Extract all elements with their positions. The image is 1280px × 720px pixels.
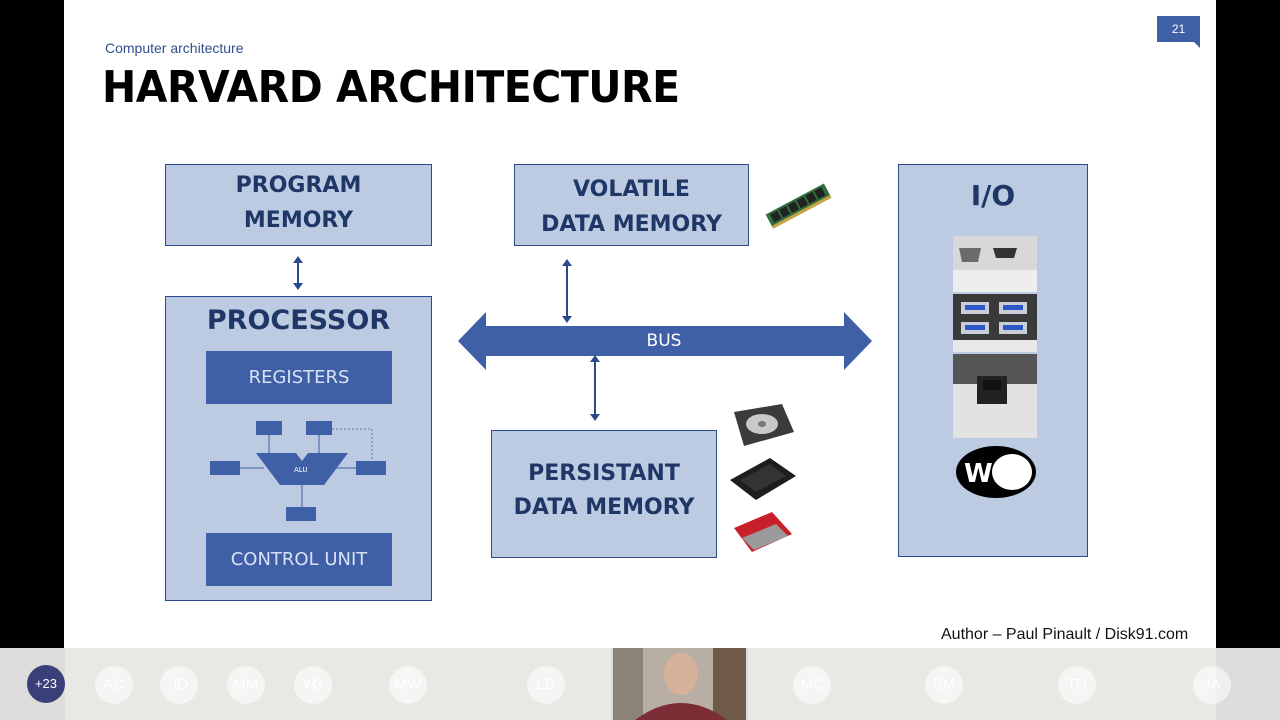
participant-avatar[interactable]: MM xyxy=(227,666,265,704)
persistant-memory-line2: DATA MEMORY xyxy=(513,495,695,520)
volatile-memory-box: VOLATILE DATA MEMORY xyxy=(514,164,749,246)
slide: Computer architecture HARVARD ARCHITECTU… xyxy=(64,0,1216,648)
processor-box: PROCESSOR REGISTERS ALU CONTROL UNIT xyxy=(165,296,432,601)
participant-avatar[interactable]: YG xyxy=(294,666,332,704)
volatile-bus-arrow xyxy=(562,259,572,323)
slide-title: HARVARD ARCHITECTURE xyxy=(102,62,680,113)
program-processor-arrow xyxy=(293,256,303,290)
participant-avatar[interactable]: LD xyxy=(527,666,565,704)
alu-diagram: ALU xyxy=(210,421,386,521)
participant-avatar[interactable]: TD xyxy=(1058,666,1096,704)
speaker-video[interactable] xyxy=(613,648,746,720)
program-memory-line2: MEMORY xyxy=(243,208,354,233)
control-unit-block: CONTROL UNIT xyxy=(206,533,392,586)
usb-port-icon xyxy=(953,294,1037,352)
speaker-silhouette-icon xyxy=(613,648,746,720)
slide-subtitle: Computer architecture xyxy=(105,40,244,56)
bus-arrow xyxy=(458,312,872,370)
participant-avatar[interactable]: JD xyxy=(160,666,198,704)
persistant-memory-line1: PERSISTANT xyxy=(528,461,680,486)
volatile-memory-line2: DATA MEMORY xyxy=(541,212,722,237)
more-participants-button[interactable]: +23 xyxy=(27,665,65,703)
bus-persistant-arrow xyxy=(590,355,600,421)
bus-label: BUS xyxy=(646,331,682,351)
ssd-icon xyxy=(730,458,796,500)
alu-label: ALU xyxy=(294,466,307,474)
page-number: 21 xyxy=(1157,16,1200,48)
processor-title: PROCESSOR xyxy=(206,305,391,336)
participant-avatar[interactable]: MW xyxy=(389,666,427,704)
sd-card-icon xyxy=(734,512,792,552)
persistant-memory-box: PERSISTANT DATA MEMORY xyxy=(491,430,717,558)
participant-avatar[interactable]: MC xyxy=(793,666,831,704)
participant-avatar[interactable]: BM xyxy=(925,666,963,704)
participant-avatar[interactable]: JA xyxy=(1193,666,1231,704)
program-memory-line1: PROGRAM xyxy=(235,173,362,198)
ethernet-port-icon xyxy=(953,354,1037,438)
volatile-memory-line1: VOLATILE xyxy=(573,177,690,202)
wifi-logo-text: WiFi xyxy=(964,459,1028,489)
ram-stick-icon xyxy=(765,183,832,229)
wifi-logo-icon: WiFi xyxy=(956,446,1036,498)
participant-tile-group-left xyxy=(65,648,611,720)
io-title: I/O xyxy=(970,179,1016,212)
vga-hdmi-port-icon xyxy=(953,236,1037,292)
author-credit: Author – Paul Pinault / Disk91.com xyxy=(941,626,1189,643)
registers-block: REGISTERS xyxy=(206,351,392,404)
hard-drive-icon xyxy=(734,404,794,446)
program-memory-box: PROGRAM MEMORY xyxy=(165,164,432,246)
participant-avatar[interactable]: AC xyxy=(95,666,133,704)
